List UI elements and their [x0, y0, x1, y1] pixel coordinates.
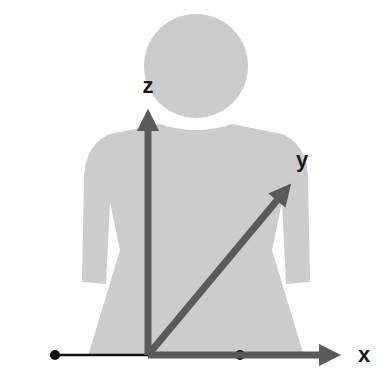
head-shape	[144, 14, 248, 118]
body-shape	[82, 124, 310, 356]
axis-label: z	[143, 74, 154, 98]
x-axis-arrow	[148, 352, 330, 359]
ground-dot	[50, 350, 60, 360]
axis-label: y	[296, 148, 308, 172]
z-axis-arrow	[145, 120, 152, 355]
y-axis-arrow	[148, 192, 284, 355]
axis-label: x	[358, 343, 370, 367]
